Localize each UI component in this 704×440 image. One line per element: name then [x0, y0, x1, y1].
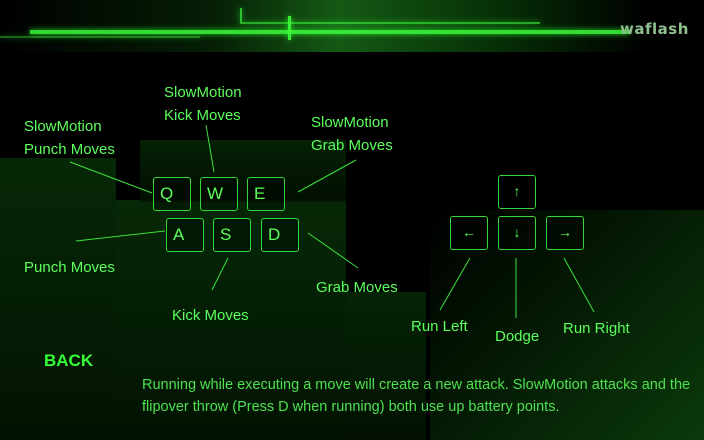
arrow-up-icon: ↑ — [498, 175, 536, 209]
key-s: S — [213, 218, 251, 252]
back-button[interactable]: BACK — [44, 351, 94, 370]
key-w: W — [200, 177, 238, 211]
background-panel-right — [430, 210, 704, 440]
label-punch-moves: Punch Moves — [24, 259, 115, 276]
banner-streak — [0, 36, 200, 38]
label-run-right: Run Right — [563, 320, 630, 337]
label-dodge: Dodge — [495, 328, 540, 345]
banner-streak — [288, 16, 291, 40]
banner-streak — [30, 30, 630, 34]
label-slowmotion-kick: SlowMotion Kick Moves — [164, 84, 242, 124]
background-panel-top — [140, 140, 346, 202]
background-panel-center — [116, 200, 346, 440]
label-slowmotion-grab: SlowMotion Grab Moves — [311, 114, 393, 154]
label-slowmotion-punch: SlowMotion Punch Moves — [24, 118, 115, 158]
key-q: Q — [153, 177, 191, 211]
banner-streak — [240, 8, 242, 22]
top-banner — [0, 0, 704, 52]
key-e: E — [247, 177, 285, 211]
arrow-left-icon: ← — [450, 216, 488, 250]
info-text: Running while executing a move will crea… — [142, 377, 691, 415]
background-panel-left — [0, 158, 116, 440]
label-grab-moves: Grab Moves — [316, 279, 398, 296]
arrow-right-icon: → — [546, 216, 584, 250]
key-a: A — [166, 218, 204, 252]
background-panel-lower — [346, 292, 426, 440]
key-d: D — [261, 218, 299, 252]
banner-streak — [240, 22, 540, 24]
brand-logo: waflash — [620, 20, 689, 38]
label-kick-moves: Kick Moves — [172, 307, 249, 324]
arrow-down-icon: ↓ — [498, 216, 536, 250]
label-run-left: Run Left — [411, 318, 468, 335]
